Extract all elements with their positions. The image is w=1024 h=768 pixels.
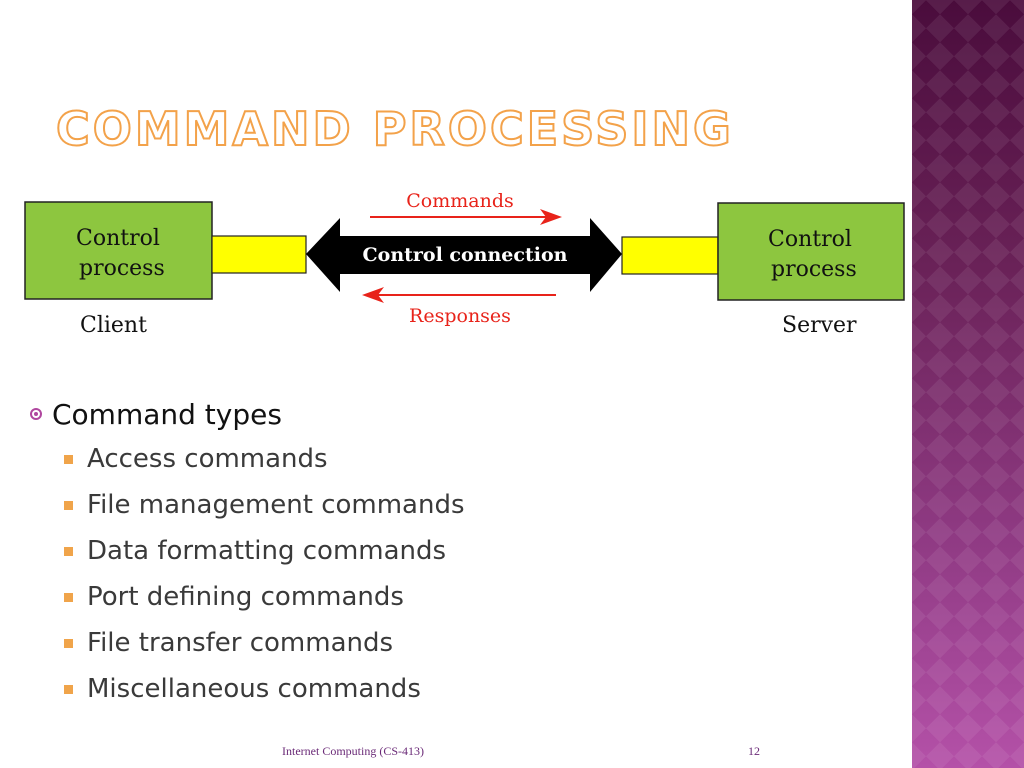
page-number: 12: [748, 744, 760, 758]
slide-footer: Internet Computing (CS-413): [282, 744, 424, 758]
list-item-text: Access commands: [87, 444, 328, 474]
list-item: File management commands: [64, 482, 465, 528]
client-box-label-line2: process: [79, 256, 165, 281]
circle-bullet-icon: [30, 408, 42, 420]
server-control-process-box: [717, 202, 905, 301]
square-bullet-icon: [64, 454, 73, 464]
client-connector: [211, 235, 307, 274]
list-item-text: Data formatting commands: [87, 536, 447, 566]
list-item: Miscellaneous commands: [64, 666, 465, 712]
list-item: Port defining commands: [64, 574, 465, 620]
control-connection-arrow: [306, 218, 622, 292]
server-label: Server: [782, 313, 857, 338]
server-connector: [621, 236, 719, 275]
list-item: Access commands: [64, 436, 465, 482]
list-item: Data formatting commands: [64, 528, 465, 574]
control-connection-label: Control connection: [363, 244, 568, 266]
server-box-label-line1: Control: [768, 227, 852, 252]
commands-label: Commands: [406, 190, 514, 212]
square-bullet-icon: [64, 684, 73, 694]
list-item-text: File transfer commands: [87, 628, 394, 658]
client-control-process-box: [24, 201, 213, 300]
list-item-text: File management commands: [87, 490, 465, 520]
client-label: Client: [80, 313, 147, 338]
responses-arrow-head: [362, 287, 384, 303]
client-server-diagram: Control process Control connection Comma…: [24, 190, 905, 338]
server-box-label-line2: process: [771, 257, 857, 282]
command-types-heading: Command types: [52, 397, 282, 431]
list-item: File transfer commands: [64, 620, 465, 666]
square-bullet-icon: [64, 638, 73, 648]
square-bullet-icon: [64, 546, 73, 556]
slide-title: Command Processing: [55, 101, 734, 157]
responses-label: Responses: [409, 305, 511, 327]
bullet-list: Command types Access commands File manag…: [30, 392, 465, 712]
commands-arrow-head: [540, 209, 562, 225]
list-item-text: Miscellaneous commands: [87, 674, 421, 704]
decorative-side-band: [912, 0, 1024, 768]
square-bullet-icon: [64, 500, 73, 510]
square-bullet-icon: [64, 592, 73, 602]
bullet-level1: Command types: [30, 392, 465, 436]
list-item-text: Port defining commands: [87, 582, 404, 612]
client-box-label-line1: Control: [76, 226, 160, 251]
